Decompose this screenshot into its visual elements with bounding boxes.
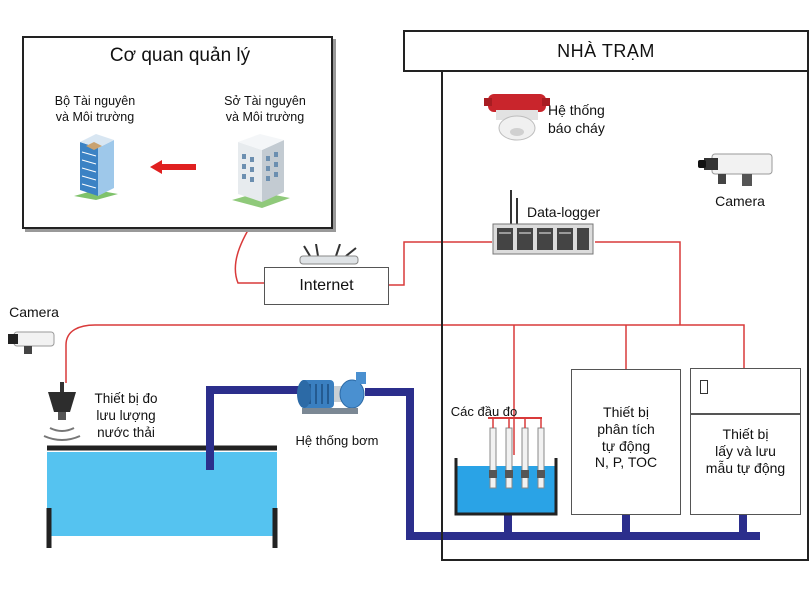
ministry-label-line2: và Môi trường [55, 109, 135, 124]
ministry-building-icon [74, 134, 118, 200]
sampler-handle-icon [700, 380, 708, 394]
sampler-divider [690, 413, 801, 415]
department-label: Sở Tài nguyên và Môi trường [210, 94, 320, 125]
sampler-cabinet [690, 368, 801, 515]
analyzer-label-line3: tự động [601, 437, 651, 454]
data-logger-icon [492, 190, 594, 255]
fire-alarm-label: Hệ thống báo cháy [548, 102, 638, 137]
flow-meter-label-line2: lưu lượng [96, 407, 156, 423]
pump-label: Hệ thống bơm [295, 433, 379, 448]
outside-camera-label: Camera [9, 304, 59, 320]
analyzer-label-line4: N, P, TOC [594, 454, 658, 471]
probes-tank-icon [454, 418, 558, 516]
analyzer-label-line2: phân tích [597, 420, 655, 437]
sampler-label-line2: lấy và lưu [715, 442, 776, 459]
pump-icon [297, 372, 366, 414]
internet-node: Internet [264, 267, 389, 305]
ministry-label: Bộ Tài nguyên và Môi trường [40, 94, 150, 125]
report-arrow-icon [150, 160, 196, 174]
analyzer-label-line1: Thiết bị [603, 404, 649, 420]
sampler-label: Thiết bị lấy và lưu mẫu tự động [690, 426, 801, 476]
department-label-line2: và Môi trường [225, 109, 305, 124]
flow-meter-icon [43, 382, 81, 441]
department-label-line1: Sở Tài nguyên [224, 94, 306, 108]
sampler-label-line3: mẫu tự động [705, 459, 786, 476]
flow-meter-label-line3: nước thải [97, 424, 155, 440]
fire-alarm-label-line1: Hệ thống [548, 102, 605, 118]
data-logger-label: Data-logger [527, 204, 601, 220]
analyzer-cabinet [571, 369, 681, 515]
wastewater-tank-water [47, 452, 277, 536]
station-header: NHÀ TRẠM [403, 30, 809, 72]
department-building-icon [232, 134, 290, 208]
agency-title: Cơ quan quản lý [109, 45, 251, 66]
distribution-pipe [365, 388, 760, 540]
ministry-label-line1: Bộ Tài nguyên [54, 94, 136, 108]
wastewater-tank-walls [46, 508, 278, 548]
fire-alarm-icon [484, 94, 550, 141]
outside-camera-icon [8, 331, 55, 354]
intake-pipe [206, 386, 300, 470]
station-building [441, 71, 809, 561]
probes-label: Các đầu đo [450, 404, 518, 419]
pipe-branches [504, 515, 747, 536]
flow-meter-label-line1: Thiết bị đo [94, 391, 158, 406]
sampler-label-line1: Thiết bị [722, 426, 769, 442]
station-camera-icon [698, 153, 773, 186]
fire-alarm-label-line2: báo cháy [548, 119, 605, 136]
analyzer-label: Thiết bị phân tích tự động N, P, TOC [571, 404, 681, 471]
router-icon [299, 244, 359, 265]
flow-meter-label: Thiết bị đo lưu lượng nước thải [84, 391, 168, 442]
station-camera-label: Camera [715, 193, 765, 209]
